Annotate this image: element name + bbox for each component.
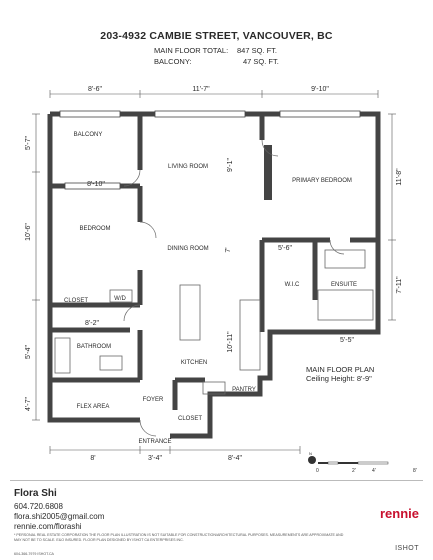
dim-wic-w: 5'-6"	[278, 245, 292, 252]
dim-closet-w: 8'-2"	[85, 320, 99, 327]
floor-plan: BALCONY LIVING ROOM PRIMARY BEDROOM BEDR…	[25, 86, 417, 474]
dim-top-left: 8'-6"	[88, 86, 102, 93]
kitchen-fixtures	[54, 249, 374, 395]
dim-balcony-h: 5'-7"	[25, 136, 32, 150]
door-swings	[123, 139, 345, 437]
room-ensuite: ENSUITE	[331, 282, 357, 288]
main-floor-total-value: 847 SQ. FT.	[237, 46, 278, 55]
room-wic: W.I.C	[285, 282, 300, 288]
dim-primary-v: 11'-8"	[396, 168, 403, 186]
windows	[59, 110, 361, 190]
room-dining: DINING ROOM	[167, 246, 208, 252]
svg-text:0: 0	[316, 468, 319, 474]
dim-bottom-left: 8'	[90, 455, 95, 462]
dim-bottom-right: 8'-4"	[228, 455, 242, 462]
room-kitchen: KITCHEN	[181, 360, 207, 366]
listing-address: 203-4932 CAMBIE STREET, VANCOUVER, BC	[100, 30, 333, 42]
dim-bedroom-w: 8'-10"	[87, 181, 105, 188]
room-closet-2: CLOSET	[178, 416, 202, 422]
dim-living-v: 9'-1"	[227, 158, 234, 172]
scale-bar: 0 2' 4' 8'	[316, 461, 417, 474]
balcony-area-value: 47 SQ. FT.	[243, 57, 279, 66]
svg-text:2': 2'	[352, 468, 356, 474]
dim-ensuite-h: 7'-11"	[396, 276, 403, 294]
north-arrow-icon: N	[308, 451, 316, 464]
balcony-area-label: BALCONY:	[154, 57, 192, 66]
room-living: LIVING ROOM	[168, 164, 208, 170]
dim-bedroom-h: 10'-6"	[25, 223, 32, 241]
main-floor-total-label: MAIN FLOOR TOTAL:	[154, 46, 229, 55]
agent-email[interactable]: flora.shi2005@gmail.com	[14, 512, 105, 521]
room-closet-1: CLOSET	[64, 298, 88, 304]
agent-phone[interactable]: 604.720.6808	[14, 502, 63, 511]
ishot-logo: ISHOT	[395, 545, 419, 552]
dim-kitchen-v: 10'-11"	[227, 331, 234, 353]
room-bedroom: BEDROOM	[79, 226, 110, 232]
dimension-lines	[32, 90, 396, 454]
ishot-contact: 604-366-7979 ISHOT.CA	[14, 552, 54, 556]
floor-plan-name: MAIN FLOOR PLAN	[306, 365, 374, 374]
dim-bath-h: 5'-4"	[25, 345, 32, 359]
svg-text:8': 8'	[413, 468, 417, 474]
room-labels: BALCONY LIVING ROOM PRIMARY BEDROOM BEDR…	[64, 132, 357, 445]
room-bathroom: BATHROOM	[77, 344, 111, 350]
agent-website[interactable]: rennie.com/florashi	[14, 522, 82, 531]
structural-column	[264, 145, 272, 200]
walls	[47, 111, 381, 439]
svg-text:4': 4'	[372, 468, 376, 474]
room-foyer: FOYER	[143, 397, 164, 403]
room-entrance: ENTRANCE	[138, 439, 171, 445]
dim-top-right: 9'-10"	[311, 86, 329, 93]
room-pantry: PANTRY	[232, 387, 256, 393]
disclaimer-text: * personal real estate corporation the f…	[14, 533, 344, 542]
ceiling-height: Ceiling Height: 8'-9"	[306, 374, 372, 383]
dimension-labels: 8'-6" 11'-7" 9'-10" 5'-7" 9'-1" 11'-8" 8…	[25, 86, 403, 462]
room-balcony: BALCONY	[74, 132, 103, 138]
footer-divider	[10, 480, 423, 481]
dim-dining-v: 7'	[225, 247, 232, 252]
dim-ensuite-w: 5'-5"	[340, 337, 354, 344]
dim-flex-h: 4'-7"	[25, 397, 32, 411]
agent-name: Flora Shi	[14, 488, 57, 499]
svg-text:N: N	[309, 451, 312, 456]
brand-logo: rennie	[379, 506, 419, 521]
room-flex: FLEX AREA	[77, 404, 110, 410]
room-wd: W/D	[114, 296, 126, 302]
dim-top-mid: 11'-7"	[192, 86, 210, 93]
room-primary-bedroom: PRIMARY BEDROOM	[292, 178, 352, 184]
dim-bottom-mid: 3'-4"	[148, 455, 162, 462]
